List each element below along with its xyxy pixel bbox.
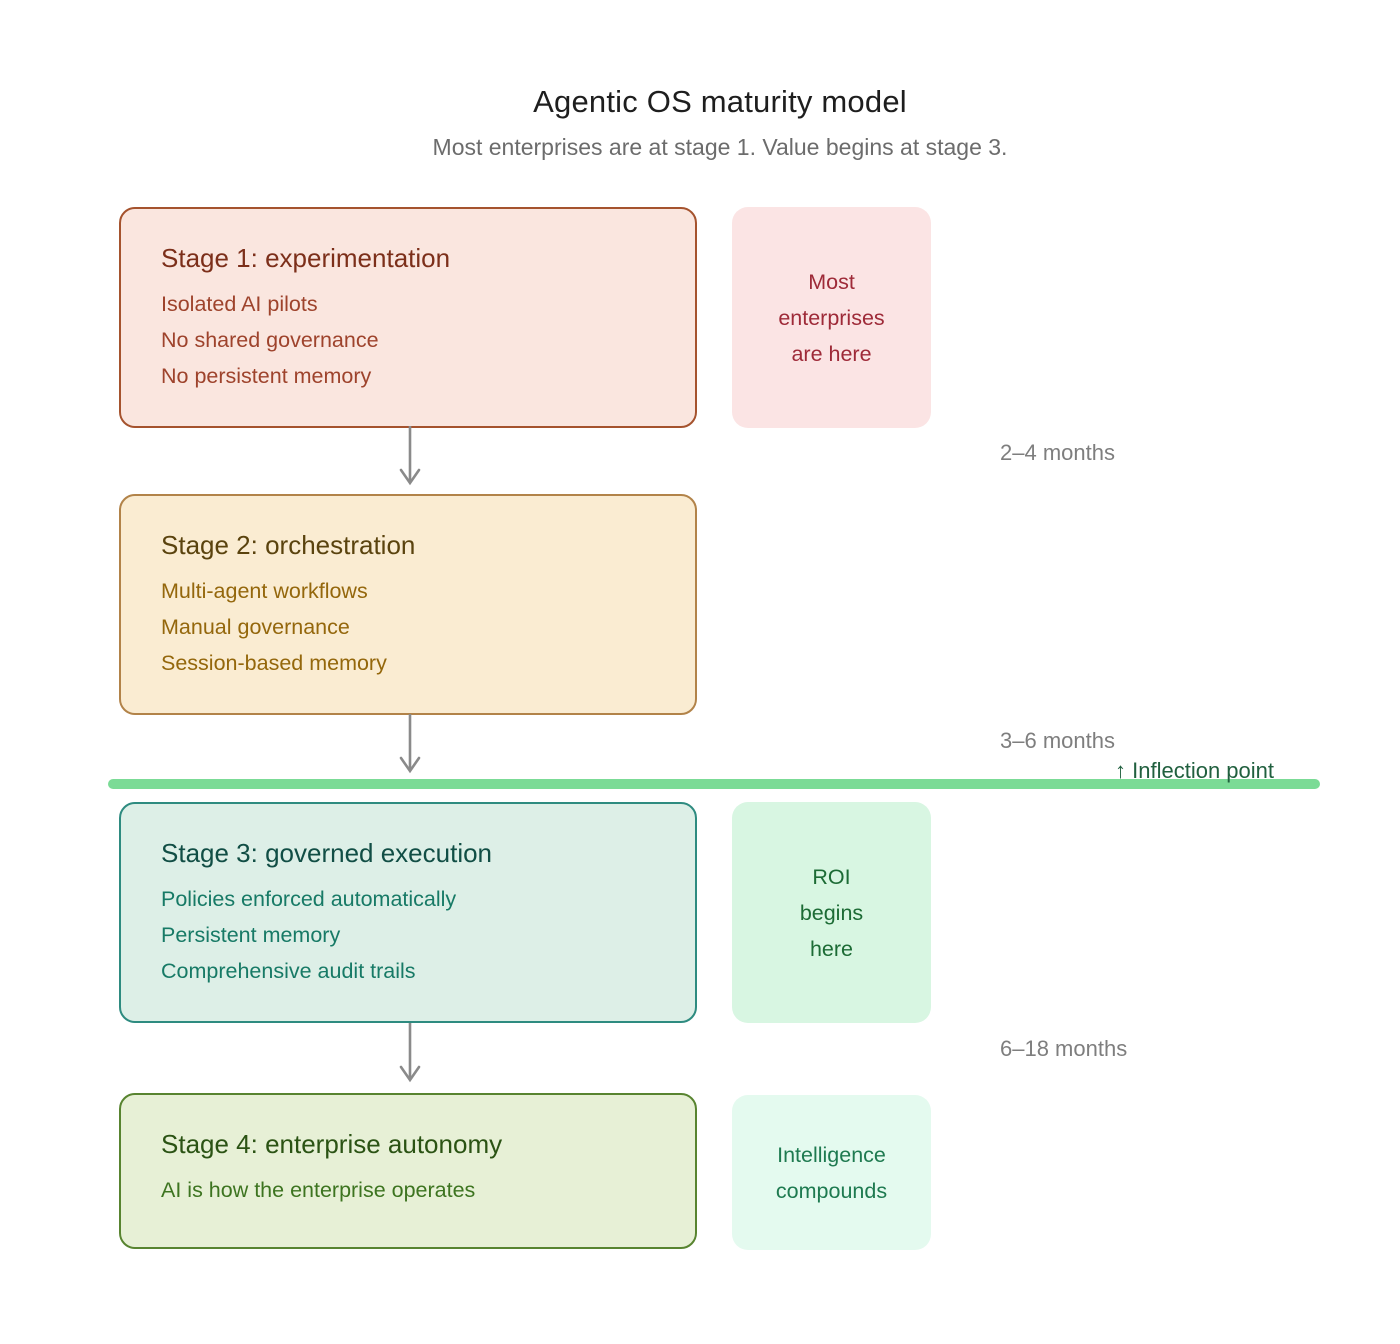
stage-1-note: Most enterprises are here bbox=[732, 207, 931, 428]
stage-3-note: ROI begins here bbox=[732, 802, 931, 1023]
down-arrow-icon bbox=[399, 1023, 421, 1083]
stage-3-item: Policies enforced automatically bbox=[161, 887, 457, 911]
stage-3-duration: 6–18 months bbox=[1000, 1036, 1128, 1061]
page-title: Agentic OS maturity model bbox=[533, 84, 907, 119]
note-line: here bbox=[809, 936, 854, 961]
note-line: ROI bbox=[812, 864, 851, 889]
note-line: compounds bbox=[775, 1178, 888, 1203]
page-subtitle: Most enterprises are at stage 1. Value b… bbox=[432, 134, 1008, 160]
down-arrow-icon bbox=[399, 426, 421, 486]
stage-1-box: Stage 1: experimentation Isolated AI pil… bbox=[119, 207, 697, 428]
down-arrow-icon bbox=[399, 714, 421, 774]
stage-4-box: Stage 4: enterprise autonomy AI is how t… bbox=[119, 1093, 697, 1249]
stage-3-box: Stage 3: governed execution Policies enf… bbox=[119, 802, 697, 1023]
note-line: enterprises bbox=[778, 305, 885, 330]
note-line: Intelligence bbox=[777, 1142, 886, 1167]
stage-3-item: Persistent memory bbox=[161, 923, 341, 947]
stage-4-title: Stage 4: enterprise autonomy bbox=[161, 1129, 503, 1159]
inflection-label: ↑ Inflection point bbox=[1115, 758, 1274, 783]
stage-1-duration: 2–4 months bbox=[1000, 440, 1115, 465]
note-line: Most bbox=[808, 269, 855, 294]
stage-3-item: Comprehensive audit trails bbox=[161, 959, 416, 983]
stage-1-item: No shared governance bbox=[161, 328, 379, 352]
stage-1-item: No persistent memory bbox=[161, 364, 372, 388]
stage-2-title: Stage 2: orchestration bbox=[161, 530, 416, 560]
stage-2-item: Multi-agent workflows bbox=[161, 579, 368, 603]
stage-2-item: Session-based memory bbox=[161, 651, 387, 675]
note-line: begins bbox=[799, 900, 864, 925]
stage-4-note: Intelligence compounds bbox=[732, 1095, 931, 1250]
note-line: are here bbox=[791, 341, 872, 366]
stage-1-item: Isolated AI pilots bbox=[161, 292, 318, 316]
inflection-line bbox=[108, 779, 1320, 789]
stage-2-duration: 3–6 months bbox=[1000, 728, 1115, 753]
stage-2-box: Stage 2: orchestration Multi-agent workf… bbox=[119, 494, 697, 715]
stage-2-item: Manual governance bbox=[161, 615, 350, 639]
stage-4-item: AI is how the enterprise operates bbox=[161, 1178, 476, 1202]
stage-3-title: Stage 3: governed execution bbox=[161, 838, 493, 868]
stage-1-title: Stage 1: experimentation bbox=[161, 243, 451, 273]
